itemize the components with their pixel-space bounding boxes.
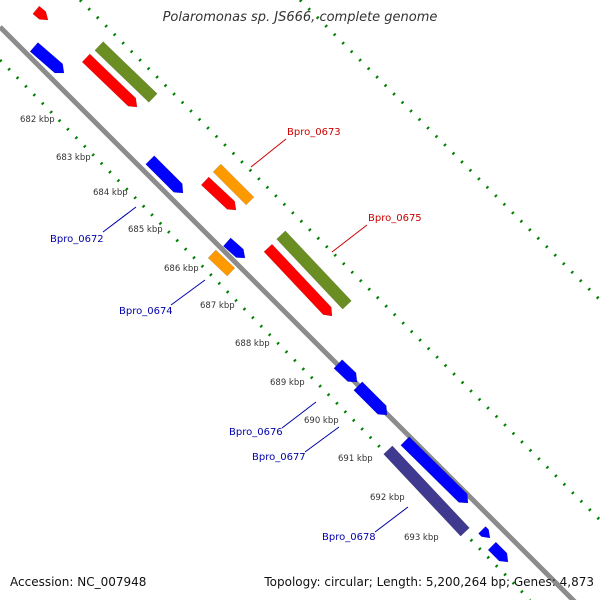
tick-label: 687 kbp xyxy=(200,301,235,311)
gene-label: Bpro_0674 xyxy=(119,306,173,317)
gene-labels: Bpro_0673Bpro_0675Bpro_0672Bpro_0674Bpro… xyxy=(50,127,422,543)
gene-feature-red xyxy=(263,243,333,317)
gene-label: Bpro_0675 xyxy=(368,213,422,224)
gene-feature-olive xyxy=(94,41,158,103)
gene-label: Bpro_0678 xyxy=(322,532,376,543)
gene-label: Bpro_0673 xyxy=(287,127,341,138)
tick-label: 684 kbp xyxy=(93,188,128,198)
tick-label: 693 kbp xyxy=(404,533,439,543)
gene-feature-blue xyxy=(400,436,469,504)
tick-label: 689 kbp xyxy=(270,378,305,388)
gene-leader-line xyxy=(331,224,368,253)
accession-label: Accession: NC_007948 xyxy=(10,575,147,589)
gene-features xyxy=(29,5,509,563)
gene-feature-olive xyxy=(276,230,352,310)
gene-feature-blue xyxy=(478,526,491,539)
dotted-ring-3 xyxy=(298,0,600,302)
tick-label: 692 kbp xyxy=(370,493,405,503)
gene-feature-blue xyxy=(29,42,65,74)
tick-label: 688 kbp xyxy=(235,339,270,349)
gene-feature-blue xyxy=(333,359,358,383)
tick-label: 683 kbp xyxy=(56,153,91,163)
gene-leader-line xyxy=(102,206,137,233)
tick-label: 682 kbp xyxy=(20,115,55,125)
tick-labels: 682 kbp 683 kbp 684 kbp 685 kbp 686 kbp 687 k… xyxy=(20,115,439,543)
tick-label: 685 kbp xyxy=(128,225,163,235)
gene-feature-orange xyxy=(207,249,236,277)
gene-label: Bpro_0677 xyxy=(252,452,306,463)
gene-feature-blue xyxy=(353,381,388,416)
tick-label: 690 kbp xyxy=(304,416,339,426)
gene-feature-blue xyxy=(145,155,184,194)
genome-backbone xyxy=(0,25,577,600)
gene-feature-blue xyxy=(487,541,509,563)
gene-feature-orange xyxy=(212,163,255,206)
tick-label: 686 kbp xyxy=(164,264,199,274)
gene-leader-line xyxy=(304,426,340,453)
gene-feature-blue xyxy=(222,237,246,259)
gene-feature-red xyxy=(32,5,49,21)
dotted-ring-1 xyxy=(78,0,600,522)
gene-leader-line xyxy=(250,138,287,168)
topology-label: Topology: circular; Length: 5,200,264 bp… xyxy=(264,575,594,589)
gene-label: Bpro_0672 xyxy=(50,234,104,245)
gene-feature-red xyxy=(200,176,237,211)
gene-feature-darkpurple xyxy=(383,445,470,537)
gene-feature-red xyxy=(81,53,138,108)
gene-label: Bpro_0676 xyxy=(229,427,283,438)
gene-leader-line xyxy=(374,506,409,533)
gene-leader-line xyxy=(281,401,317,429)
genome-title: Polaromonas sp. JS666, complete genome xyxy=(162,10,438,25)
gene-leader-line xyxy=(170,279,206,306)
tick-label: 691 kbp xyxy=(338,454,373,464)
